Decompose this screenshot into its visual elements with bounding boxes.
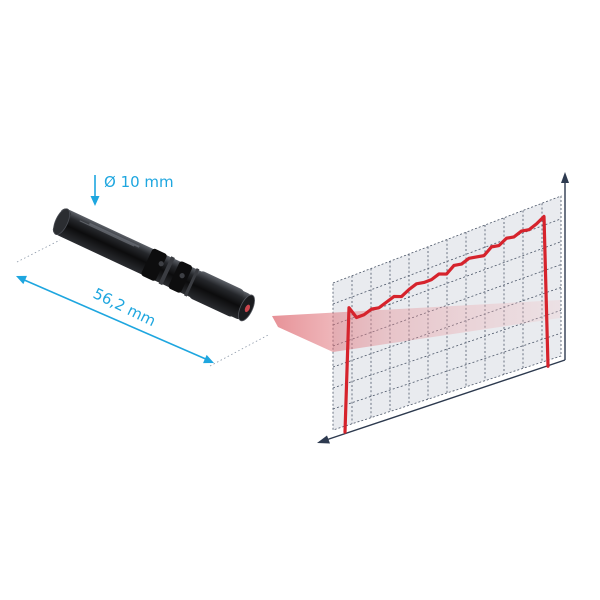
diameter-label: Ø 10 mm: [104, 173, 174, 191]
profile-axes: [317, 172, 569, 444]
laser-beam: [272, 300, 560, 352]
length-dimension-icon: [16, 275, 214, 364]
laser-module: [52, 208, 255, 322]
diameter-arrow-icon: [90, 175, 100, 206]
intensity-profile-line: [343, 214, 550, 434]
dimension-guides: [16, 239, 271, 367]
